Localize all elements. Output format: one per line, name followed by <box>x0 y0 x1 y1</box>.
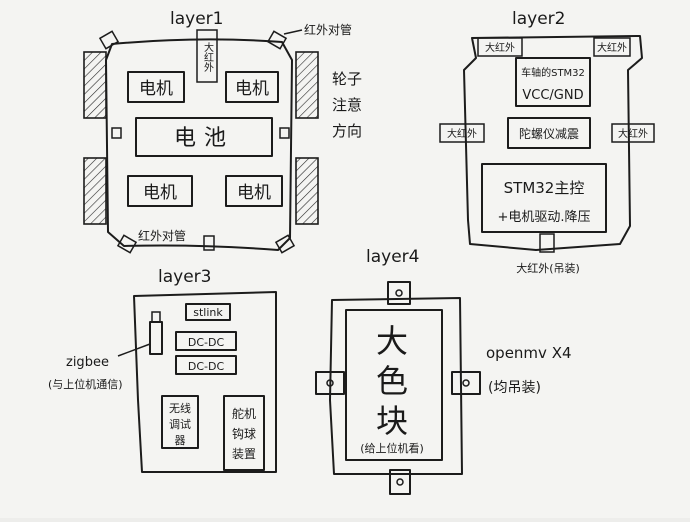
layer4-chassis <box>329 297 463 475</box>
vcc-label: VCC/GND <box>522 88 583 103</box>
motor-rear-right-label: 电机 <box>237 183 271 203</box>
wheel-note-line2: 注意 <box>332 96 362 114</box>
layer2-title: layer2 <box>512 9 565 29</box>
layer1-side-mount-left <box>111 127 122 139</box>
openmv-label: openmv X4 <box>486 344 572 362</box>
wireless-label-1: 无线 <box>169 401 191 415</box>
color-block-char-2: 色 <box>376 362 408 400</box>
ir-tube-bottom-center <box>203 235 215 251</box>
layer2-ir-top-right <box>593 37 631 57</box>
ir-tube-top-left <box>98 30 120 50</box>
layer2-chassis <box>463 35 643 251</box>
servo-label-2: 钩球 <box>232 427 256 441</box>
wheel-rear-left <box>83 157 107 225</box>
converter-module <box>515 57 591 107</box>
layer2-ir-right <box>611 123 655 143</box>
layer2-bottom-label: 大红外(吊装) <box>516 261 580 275</box>
openmv-right <box>451 371 481 395</box>
layer1-diagram: layer1 大红外 红外对管 红外对管 轮子 注意 方向 电机 电机 <box>83 9 362 254</box>
ir-pair-top-label: 红外对管 <box>304 22 352 37</box>
dcdc-module-2 <box>175 355 237 375</box>
main-board-line2: +电机驱动.降压 <box>497 210 590 225</box>
layer3-chassis <box>133 291 277 473</box>
openmv-top-lens <box>395 289 403 297</box>
layer1-chassis <box>105 38 293 251</box>
zigbee-note: (与上位机通信) <box>48 377 123 391</box>
motor-front-left-label: 电机 <box>139 79 173 99</box>
openmv-bottom-lens <box>396 478 404 486</box>
wheel-front-left <box>83 51 107 119</box>
openmv-note: (均吊装) <box>488 380 541 396</box>
layer3-diagram: layer3 stlink DC-DC DC-DC zigbee (与上位机通信… <box>48 267 277 473</box>
openmv-right-lens <box>462 379 470 387</box>
ir-tube-bottom-left <box>116 234 138 254</box>
converter-label: 车轴的STM32 <box>521 66 585 79</box>
gyro-module <box>507 117 591 149</box>
layer4-diagram: layer4 大 色 块 (给上位机看) openmv X4 (均吊装) <box>315 247 572 495</box>
servo-hook-device <box>223 395 265 471</box>
color-block-char-3: 块 <box>376 402 408 440</box>
openmv-top <box>387 281 411 305</box>
wireless-label-2: 调试 <box>169 418 191 431</box>
motor-rear-left-label: 电机 <box>143 183 177 203</box>
layer2-ir-top-left <box>477 37 523 57</box>
layer2-diagram: layer2 大红外 大红外 大红外 大红外 车轴的STM32 VCC/GND … <box>439 9 655 275</box>
motor-rear-right <box>225 175 283 207</box>
zigbee-antenna <box>151 311 161 323</box>
layer2-bottom-ir <box>539 233 555 253</box>
ir-tube-top-right <box>266 30 288 50</box>
layer2-ir-right-label: 大红外 <box>618 127 648 140</box>
zigbee-leader <box>117 343 151 357</box>
layer3-title: layer3 <box>158 267 211 287</box>
motor-front-left <box>127 71 185 103</box>
layer2-ir-top-left-label: 大红外 <box>485 41 515 54</box>
motor-front-right <box>225 71 279 103</box>
zigbee-label: zigbee <box>66 355 109 370</box>
dcdc-label-1: DC-DC <box>188 336 225 349</box>
layer1-title: layer1 <box>170 9 223 29</box>
main-board-line1: STM32主控 <box>504 179 585 197</box>
layer1-top-ir-label: 大红外 <box>202 41 214 73</box>
wheel-note-line3: 方向 <box>332 122 362 140</box>
openmv-left-lens <box>326 379 334 387</box>
wireless-label-3: 器 <box>175 434 186 447</box>
motor-front-right-label: 电机 <box>235 79 269 99</box>
servo-label-1: 舵机 <box>232 406 256 421</box>
layer2-ir-top-right-label: 大红外 <box>597 41 627 54</box>
wheel-front-right <box>295 51 319 119</box>
wheel-rear-right <box>295 157 319 225</box>
wireless-debugger <box>161 395 199 449</box>
openmv-bottom <box>389 469 411 495</box>
gyro-label: 陀螺仪减震 <box>519 126 579 141</box>
stlink-label: stlink <box>193 306 223 319</box>
layer2-ir-left-label: 大红外 <box>447 127 477 140</box>
ir-tube-bottom-right <box>274 234 296 254</box>
zigbee-module <box>149 321 163 355</box>
color-block-note: (给上位机看) <box>360 441 424 455</box>
wheel-note-line1: 轮子 <box>332 70 362 88</box>
battery-label: 电池 <box>174 126 234 151</box>
layer1-side-mount-right <box>279 127 290 139</box>
main-control-board <box>481 163 607 233</box>
dcdc-label-2: DC-DC <box>188 360 225 373</box>
layer1-top-ir-sensor <box>196 29 218 83</box>
dcdc-module-1 <box>175 331 237 351</box>
motor-rear-left <box>127 175 193 207</box>
stlink-module <box>185 303 231 321</box>
layer2-ir-left <box>439 123 485 143</box>
ir-pair-bottom-label: 红外对管 <box>138 228 186 243</box>
color-block-card <box>345 309 443 461</box>
layer4-title: layer4 <box>366 247 419 267</box>
openmv-left <box>315 371 345 395</box>
color-block-char-1: 大 <box>376 322 408 360</box>
servo-label-3: 装置 <box>232 447 256 461</box>
ir-pair-top-leader <box>283 29 303 35</box>
battery <box>135 117 273 157</box>
